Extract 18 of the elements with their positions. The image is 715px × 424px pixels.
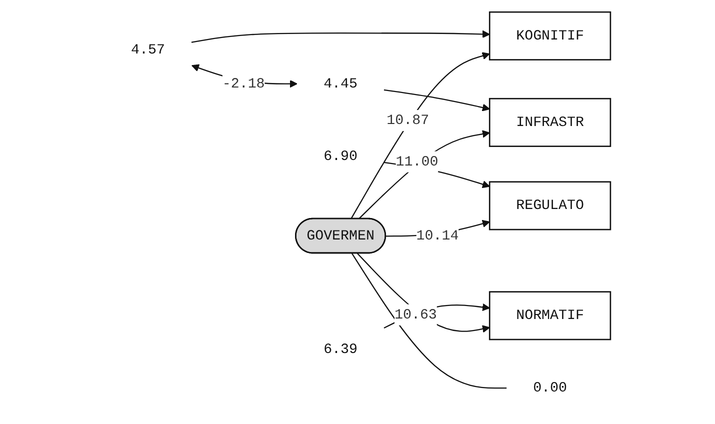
edge-label: 10.14 bbox=[416, 228, 459, 244]
arrow bbox=[356, 253, 490, 333]
edge-label: 10.63 bbox=[394, 306, 437, 323]
node-box bbox=[488, 11, 612, 60]
edge-label: -2.18 bbox=[222, 76, 265, 92]
connector bbox=[351, 253, 507, 389]
node-text: 6.39 bbox=[324, 342, 358, 358]
arrow bbox=[384, 89, 490, 112]
node-text: 4.57 bbox=[131, 42, 165, 58]
node-text: 6.90 bbox=[324, 148, 358, 164]
edge-label: 10.87 bbox=[386, 112, 430, 129]
node-box bbox=[488, 181, 612, 230]
node-box bbox=[488, 98, 612, 147]
edge-label: 11.00 bbox=[396, 154, 438, 170]
node-text: 0.00 bbox=[533, 380, 567, 396]
node-box bbox=[488, 291, 612, 340]
arrow bbox=[191, 30, 490, 43]
node-text: 4.45 bbox=[324, 76, 358, 92]
